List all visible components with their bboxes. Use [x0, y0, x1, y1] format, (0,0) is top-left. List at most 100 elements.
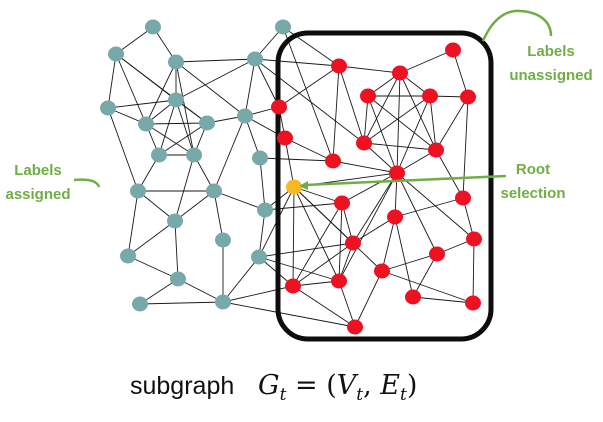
graph-edge	[292, 186, 295, 287]
graph-edge	[363, 95, 369, 144]
graph-edge	[258, 242, 354, 258]
labeled-node	[215, 294, 231, 310]
graph-edge	[107, 107, 139, 192]
labeled-node	[130, 183, 146, 199]
graph-edge	[381, 253, 438, 272]
labeled-node	[215, 232, 231, 248]
graph-edge	[282, 26, 334, 162]
formula-close: )	[406, 370, 418, 401]
graph-edge	[213, 190, 224, 241]
graph-edge	[213, 115, 246, 192]
graph-edge	[278, 65, 340, 108]
graph-edge	[462, 96, 469, 199]
graph-edge	[254, 58, 340, 67]
graph-edge	[254, 58, 280, 108]
graph-edge	[341, 172, 398, 204]
unlabeled-node	[389, 165, 405, 181]
unlabeled-node	[325, 153, 341, 169]
unlabeled-node	[387, 209, 403, 225]
subgraph-boundary	[275, 30, 494, 342]
graph-edge	[175, 61, 195, 156]
unlabeled-node	[345, 235, 361, 251]
unassigned-callout-curve	[481, 9, 553, 42]
formula-E: E	[380, 370, 400, 401]
unlabeled-node	[285, 278, 301, 294]
graph-edge	[284, 137, 295, 188]
root-selection-line1: Root	[515, 161, 551, 178]
graph-edge	[158, 99, 177, 156]
graph-edge	[107, 99, 177, 109]
unlabeled-node	[466, 231, 482, 247]
graph-edge	[222, 285, 294, 303]
graph-edge	[435, 149, 464, 199]
graph-edge	[399, 49, 454, 74]
unlabeled-node	[277, 130, 293, 146]
unlabeled-node	[331, 273, 347, 289]
graph-edge	[213, 190, 266, 211]
formula-sub-t-e: t	[399, 385, 407, 405]
root-pointer-arrowhead	[299, 181, 308, 190]
graph-edge	[338, 65, 365, 144]
graph-edge	[175, 58, 256, 63]
graph-edge	[127, 220, 176, 257]
graph-edge	[367, 95, 398, 174]
labeled-node	[186, 147, 202, 163]
labeled-node	[167, 213, 183, 229]
graph-edge	[292, 242, 354, 287]
graph-edge	[429, 95, 437, 151]
graph-edge	[332, 160, 398, 174]
labeled-node	[168, 92, 184, 108]
graph-edge	[145, 123, 195, 156]
graph-edge	[259, 157, 334, 162]
labels-unassigned-annotation: Labels unassigned	[505, 40, 597, 88]
unlabeled-node	[356, 135, 372, 151]
unlabeled-node	[331, 58, 347, 74]
formula-comma: ,	[363, 370, 381, 401]
graph-edge	[175, 99, 195, 156]
root-node	[286, 179, 302, 195]
graph-edge	[399, 72, 437, 151]
graph-edge	[292, 202, 343, 287]
labeled-node	[168, 54, 184, 70]
subgraph-formula: Gt = (Vt, Et)	[258, 370, 417, 405]
graph-edge	[177, 278, 224, 303]
unlabeled-node	[465, 295, 481, 311]
labeled-node	[100, 100, 116, 116]
labeled-node	[138, 116, 154, 132]
graph-edge	[338, 65, 401, 74]
graph-edge	[282, 26, 340, 67]
graph-edge	[435, 96, 469, 151]
unlabeled-node	[374, 263, 390, 279]
root-selection-annotation: Root selection	[493, 158, 573, 206]
graph-edge	[332, 65, 340, 162]
graph-edge	[222, 301, 356, 328]
labeled-node	[199, 115, 215, 131]
graph-edge	[396, 95, 431, 174]
graph-edge	[472, 238, 475, 304]
graph-edge	[363, 95, 431, 144]
unlabeled-node	[429, 246, 445, 262]
graph-edge	[284, 137, 334, 162]
unlabeled-node	[422, 88, 438, 104]
graph-edge	[139, 301, 224, 305]
graph-edge	[258, 256, 340, 282]
graph-edge	[452, 49, 469, 98]
graph-edge	[412, 253, 438, 298]
graph-edge	[145, 61, 177, 125]
labeled-node	[206, 183, 222, 199]
graph-edge	[174, 190, 215, 222]
unlabeled-node	[360, 88, 376, 104]
formula-V: V	[336, 370, 357, 401]
labels-assigned-line1: Labels	[14, 162, 62, 179]
labeled-node	[257, 202, 273, 218]
graph-edge	[396, 72, 401, 174]
root-pointer-line	[304, 174, 507, 187]
graph-edge	[127, 190, 139, 257]
unlabeled-node	[334, 195, 350, 211]
graph-edge	[115, 53, 147, 125]
labeled-node	[145, 19, 161, 35]
unlabeled-node	[405, 289, 421, 305]
graph-edge	[293, 186, 343, 204]
